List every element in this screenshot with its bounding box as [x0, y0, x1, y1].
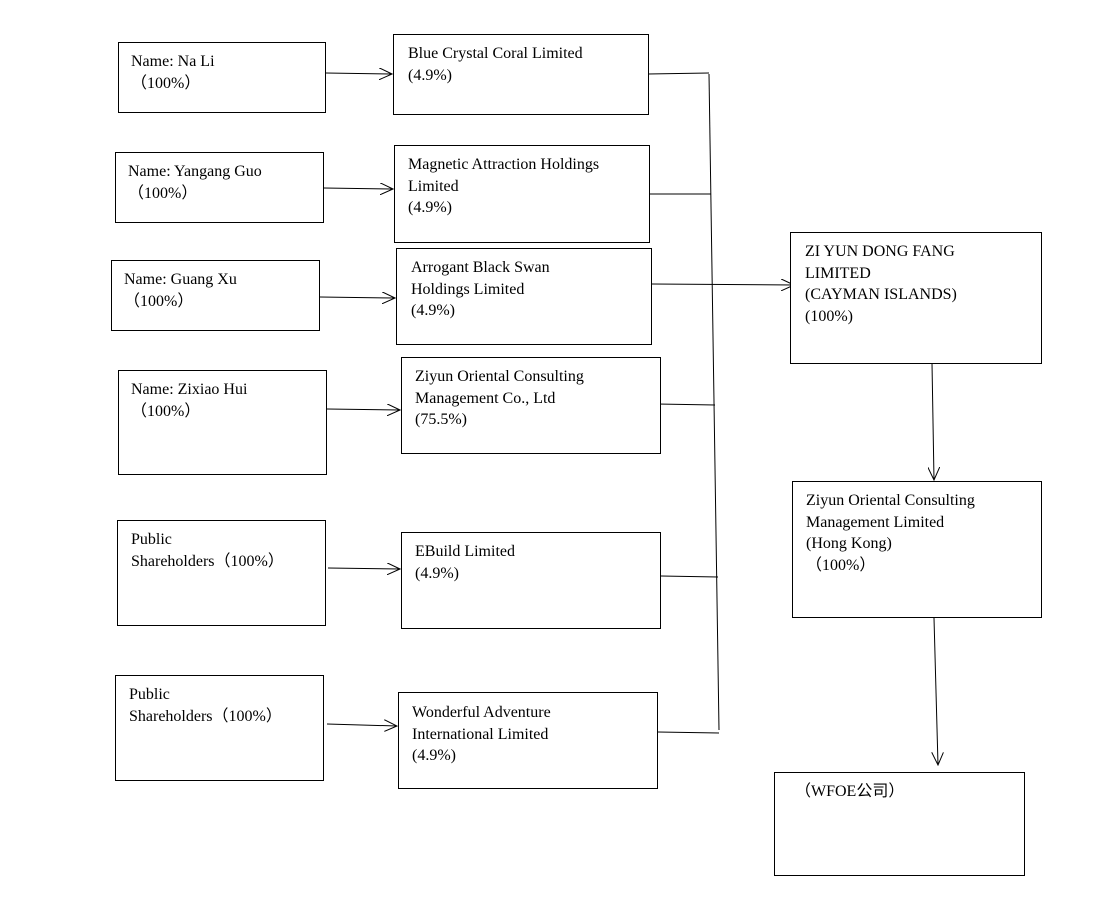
hongkong-jurisdiction: (Hong Kong) [806, 535, 892, 552]
entity-stake: (4.9%) [411, 302, 455, 319]
entity-name-cont: Management Co., Ltd [415, 389, 556, 407]
shareholder-box-na-li: Name: Na Li （100%） [118, 42, 326, 113]
entity-name: Arrogant Black Swan [411, 259, 550, 276]
shareholder-stake: （100%） [131, 402, 201, 420]
arrow-yangang-guo [323, 188, 393, 189]
entity-box-blue-crystal: Blue Crystal Coral Limited (4.9%) [393, 34, 649, 115]
shareholder-name: Public [131, 531, 172, 548]
stub-ebuild [660, 575, 719, 578]
stub-wonderful [657, 731, 720, 734]
shareholder-box-zixiao-hui: Name: Zixiao Hui （100%） [118, 370, 327, 475]
arrow-na-li [325, 73, 392, 74]
entity-name-cont: Limited [408, 177, 459, 195]
shareholder-name: Name: Guang Xu [124, 271, 237, 288]
arrow-to-hongkong [932, 362, 934, 480]
shareholder-box-public-2: Public Shareholders（100%） [115, 675, 324, 781]
shareholder-stake: （100%） [131, 74, 201, 92]
shareholder-box-guang-xu: Name: Guang Xu （100%） [111, 260, 320, 331]
cayman-box: ZI YUN DONG FANG LIMITED (CAYMAN ISLANDS… [790, 232, 1042, 364]
shareholder-stake: （100%） [128, 184, 198, 202]
arrow-to-wfoe [934, 617, 938, 765]
entity-name: EBuild Limited [415, 543, 515, 560]
shareholder-box-yangang-guo: Name: Yangang Guo （100%） [115, 152, 324, 223]
cayman-name-cont: LIMITED [805, 264, 871, 282]
shareholder-name: Public [129, 686, 170, 703]
entity-stake: (4.9%) [408, 199, 452, 216]
cayman-name: ZI YUN DONG FANG [805, 243, 955, 260]
entity-box-arrogant: Arrogant Black Swan Holdings Limited (4.… [396, 248, 652, 345]
entity-stake: (4.9%) [408, 66, 452, 84]
arrow-to-cayman [651, 284, 794, 285]
entity-name-cont: Holdings Limited [411, 280, 525, 298]
wfoe-box: （WFOE公司） [774, 772, 1025, 876]
shareholder-stake: （100%） [124, 292, 194, 310]
entity-box-wonderful: Wonderful Adventure International Limite… [398, 692, 658, 789]
entity-box-ziyun-co: Ziyun Oriental Consulting Management Co.… [401, 357, 661, 454]
entity-box-magnetic: Magnetic Attraction Holdings Limited (4.… [394, 145, 650, 243]
wfoe-label: （WFOE公司） [795, 783, 905, 800]
shareholder-name: Name: Na Li [131, 53, 215, 70]
entity-stake: (4.9%) [415, 564, 459, 582]
hongkong-stake: （100%） [806, 556, 876, 574]
stub-ziyun-co [656, 403, 716, 406]
arrow-guang-xu [319, 297, 395, 298]
entity-name-cont: International Limited [412, 725, 549, 743]
bus-line [708, 73, 720, 731]
arrow-zixiao-hui [326, 409, 400, 410]
shareholder-name: Name: Zixiao Hui [131, 381, 248, 398]
shareholder-box-public-1: Public Shareholders（100%） [117, 520, 326, 626]
entity-name: Ziyun Oriental Consulting [415, 368, 584, 385]
entity-stake: (4.9%) [412, 747, 456, 764]
entity-name: Wonderful Adventure [412, 704, 551, 721]
entity-name: Magnetic Attraction Holdings [408, 156, 600, 173]
entity-box-ebuild: EBuild Limited (4.9%) [401, 532, 661, 629]
hongkong-box: Ziyun Oriental Consulting Management Lim… [792, 481, 1042, 618]
shareholder-stake: Shareholders（100%） [129, 707, 282, 725]
hongkong-name-cont: Management Limited [806, 513, 945, 531]
cayman-stake: (100%) [805, 307, 853, 325]
arrow-public-2 [326, 724, 397, 726]
shareholder-stake: Shareholders（100%） [131, 552, 284, 570]
arrow-public-1 [327, 568, 400, 569]
shareholder-name: Name: Yangang Guo [128, 163, 262, 180]
entity-name: Blue Crystal Coral Limited [408, 45, 583, 62]
stub-blue-crystal [647, 72, 710, 75]
cayman-jurisdiction: (CAYMAN ISLANDS) [805, 286, 957, 303]
entity-stake: (75.5%) [415, 411, 467, 428]
hongkong-name: Ziyun Oriental Consulting [806, 492, 975, 509]
